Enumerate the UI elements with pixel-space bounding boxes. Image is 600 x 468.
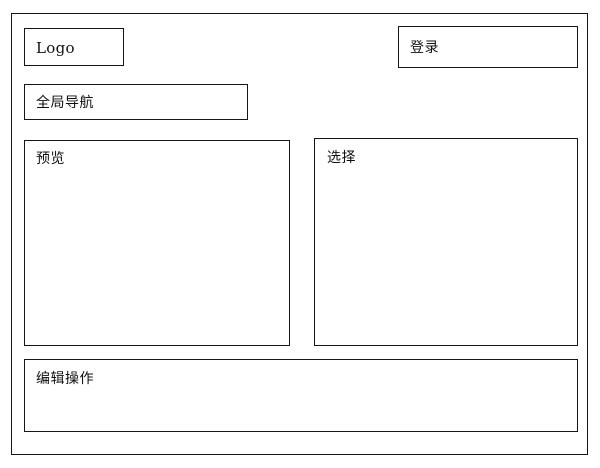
- global-nav-label: 全局导航: [36, 95, 94, 111]
- logo-label: Logo: [36, 39, 75, 57]
- login-label: 登录: [410, 40, 439, 56]
- edit-actions-panel[interactable]: 编辑操作: [24, 359, 578, 432]
- preview-panel[interactable]: 预览: [24, 140, 290, 346]
- login-box[interactable]: 登录: [398, 26, 578, 68]
- select-label: 选择: [327, 150, 356, 166]
- global-nav-box[interactable]: 全局导航: [24, 84, 248, 120]
- preview-label: 预览: [36, 151, 65, 167]
- logo-box[interactable]: Logo: [24, 28, 124, 66]
- select-panel[interactable]: 选择: [314, 138, 578, 346]
- edit-actions-label: 编辑操作: [36, 371, 94, 387]
